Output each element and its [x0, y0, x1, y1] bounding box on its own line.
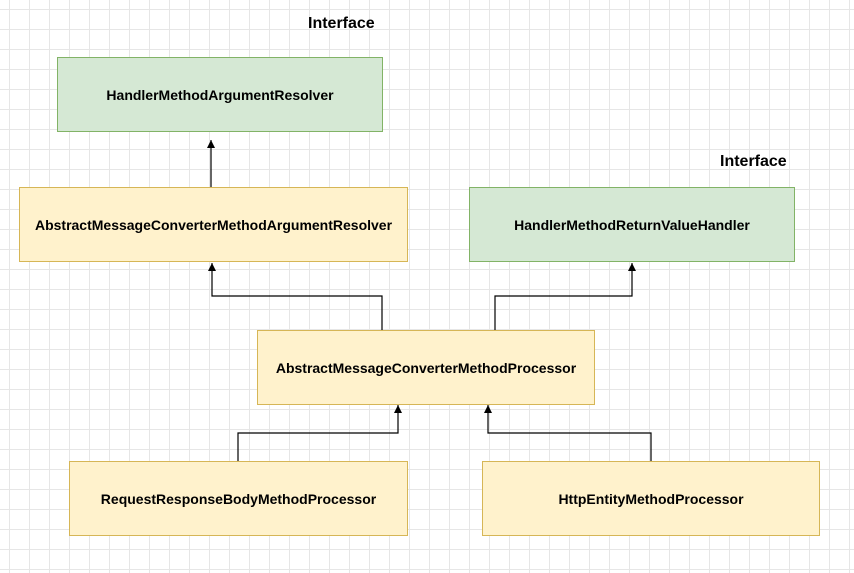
handler-method-return-value-handler-node[interactable]: HandlerMethodReturnValueHandler [469, 187, 795, 262]
node-label: AbstractMessageConverterMethodArgumentRe… [34, 216, 393, 233]
edge-http-entity-to-processor [484, 405, 652, 461]
node-label: AbstractMessageConverterMethodProcessor [275, 359, 577, 376]
edge-processor-to-argresolver [208, 263, 383, 330]
handler-method-argument-resolver-node[interactable]: HandlerMethodArgumentResolver [57, 57, 383, 132]
node-label: HttpEntityMethodProcessor [558, 490, 744, 507]
interface-label: Interface [308, 15, 375, 32]
request-response-body-method-processor-node[interactable]: RequestResponseBodyMethodProcessor [69, 461, 408, 536]
interface-label: Interface [720, 153, 787, 170]
abstract-message-converter-method-processor-node[interactable]: AbstractMessageConverterMethodProcessor [257, 330, 595, 405]
http-entity-method-processor-node[interactable]: HttpEntityMethodProcessor [482, 461, 820, 536]
edge-processor-to-return-value-handler [494, 263, 636, 330]
abstract-message-converter-method-argument-resolver-node[interactable]: AbstractMessageConverterMethodArgumentRe… [19, 187, 408, 262]
node-label: HandlerMethodReturnValueHandler [514, 216, 750, 233]
edge-request-response-to-processor [237, 405, 402, 461]
node-label: HandlerMethodArgumentResolver [106, 86, 334, 103]
node-label: RequestResponseBodyMethodProcessor [100, 490, 377, 507]
